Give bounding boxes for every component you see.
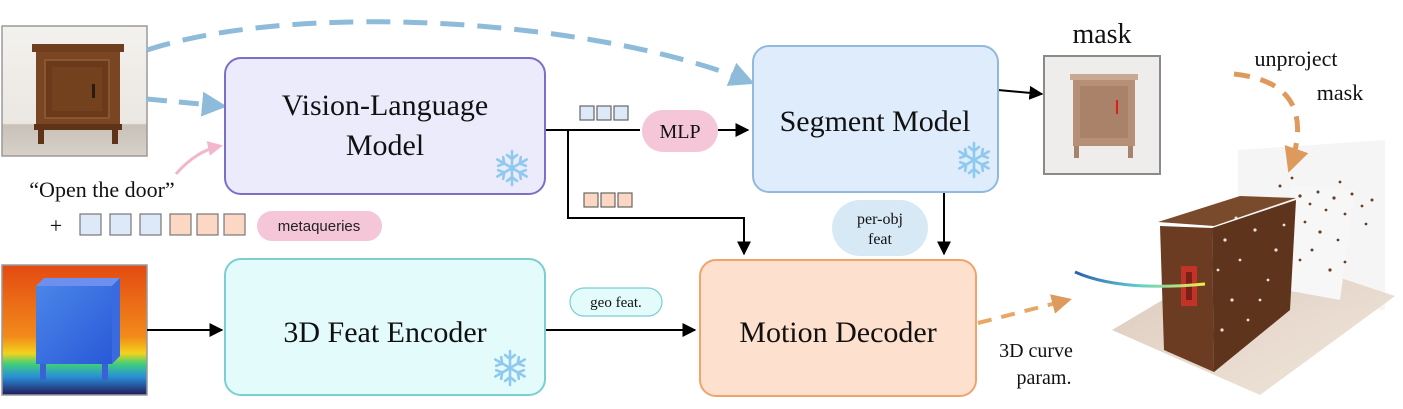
mlp-pill: MLP [642,110,718,152]
feat-encoder-block: 3D Feat Encoder [224,258,546,396]
per-obj-label-line2: feat [868,231,893,248]
metaqueries-pill: metaqueries [257,211,382,241]
metaquery-tokens [79,213,246,236]
unproject-label-line1: unproject [1254,46,1337,71]
decoder-to-curve-arrow [977,294,1072,325]
mlp-label: MLP [659,121,700,143]
image-to-vlm-arrow [146,91,227,117]
plus-sign: + [50,213,62,238]
unproject-arrow [1233,71,1309,173]
segment-to-mask-arrow [997,85,1044,100]
geo-feat-label: geo feat. [590,295,642,311]
segment-model-label: Segment Model [780,105,971,138]
curve-label-line1: 3D curve [999,340,1073,362]
feat-encoder-label: 3D Feat Encoder [283,316,486,349]
prompt-to-vlm-arrow [174,141,223,175]
cabinet-photo [1,25,148,157]
curve-label-line2: param. [1017,367,1072,389]
mask-image [1043,55,1161,175]
depth-map-image [1,264,148,396]
per-obj-feat-pill: per-obj feat [832,200,928,256]
segment-model-block: Segment Model [752,45,999,193]
prompt-text: “Open the door” [29,177,174,202]
vlm-block: Vision-Language Model [224,57,546,195]
per-obj-label-line1: per-obj [857,211,903,228]
metaqueries-label: metaqueries [278,218,361,235]
image-to-segment-arrow [146,19,755,86]
query-tokens-blue [579,105,629,121]
vlm-label-line2: Model [346,129,424,162]
geo-feat-pill: geo feat. [569,287,663,317]
vlm-label-line1: Vision-Language [282,89,488,122]
unproject-label-line2: mask [1317,80,1363,105]
point-cloud-image [1074,140,1395,395]
query-tokens-orange [583,192,633,208]
motion-decoder-block: Motion Decoder [699,259,977,397]
vlm-to-decoder-arrow [567,130,751,256]
mask-title: mask [1072,19,1131,50]
motion-decoder-label: Motion Decoder [739,316,936,349]
